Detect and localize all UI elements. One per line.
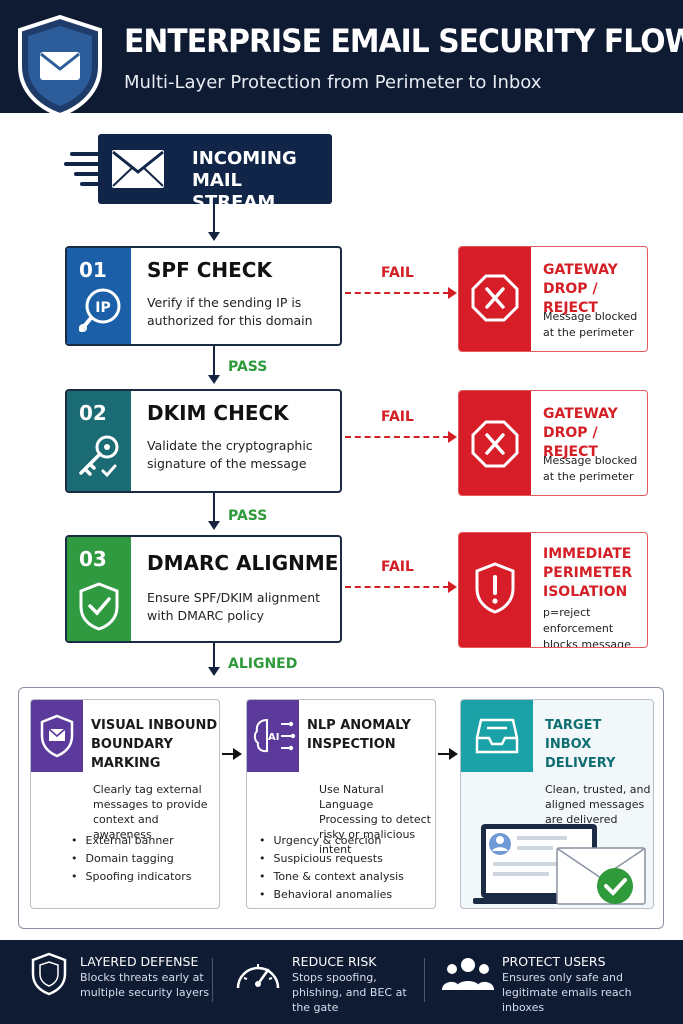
footer-item-title: LAYERED DEFENSE <box>80 954 199 969</box>
stage-panel-inbox-delivery: TARGET INBOX DELIVERY Clean, trusted, an… <box>460 699 654 909</box>
key-icon <box>79 435 119 478</box>
flow-arrowhead <box>208 521 220 530</box>
incoming-mail-label: INCOMING MAIL STREAM <box>192 148 297 213</box>
list-item: Urgency & coercion <box>259 832 404 850</box>
stage-title: VISUAL INBOUND BOUNDARY MARKING <box>91 718 218 771</box>
octagon-x-icon <box>471 274 519 322</box>
ai-brain-icon: AI <box>253 718 295 753</box>
page-subtitle: Multi-Layer Protection from Perimeter to… <box>124 72 542 93</box>
stage-panel-nlp-inspection: AI NLP ANOMALY INSPECTION Use Natural La… <box>246 699 436 909</box>
fail-dash-line <box>345 586 449 588</box>
fail-arrowhead <box>448 581 457 593</box>
list-item: Behavioral anomalies <box>259 886 404 904</box>
flow-line <box>213 643 215 668</box>
footer-bar <box>0 940 683 1024</box>
list-item: Suspicious requests <box>259 850 404 868</box>
fail-dash-line <box>345 436 449 438</box>
shield-check-icon <box>79 582 119 631</box>
spf-check-title: SPF CHECK <box>147 258 272 282</box>
reject-title: IMMEDIATE PERIMETER ISOLATION <box>543 546 633 600</box>
fail-label: FAIL <box>381 559 414 575</box>
stage-title: NLP ANOMALY INSPECTION <box>307 718 411 752</box>
spf-check-description: Verify if the sending IP is authorized f… <box>147 295 313 328</box>
step-number: 02 <box>79 401 107 425</box>
flow-line <box>213 493 215 522</box>
post-auth-stages-group <box>18 687 664 929</box>
aligned-label: ALIGNED <box>228 656 298 672</box>
dmarc-check-description: Ensure SPF/DKIM alignment with DMARC pol… <box>147 590 321 623</box>
reject-title: GATEWAY DROP / REJECT <box>543 406 618 460</box>
list-item: External banner <box>71 832 191 850</box>
footer-item-description: Stops spoofing, phishing, and BEC at the… <box>292 971 407 1014</box>
shield-icon <box>31 952 67 996</box>
card-band <box>67 537 131 641</box>
speed-lines-icon <box>64 152 100 186</box>
stage-arrow-line <box>222 753 234 755</box>
header-bar <box>0 0 683 113</box>
stage-title: TARGET INBOX DELIVERY <box>545 718 616 771</box>
reject-card-2: GATEWAY DROP / REJECT Message blocked at… <box>458 390 648 496</box>
inbox-tray-icon <box>475 718 519 754</box>
fail-label: FAIL <box>381 265 414 281</box>
stage-icon-band <box>31 700 83 772</box>
pass-label: PASS <box>228 508 268 524</box>
pass-label: PASS <box>228 359 268 375</box>
reject-description: Message blocked at the perimeter <box>543 454 638 483</box>
stage-bullet-list: External banner Domain tagging Spoofing … <box>71 832 192 886</box>
stage-bullet-list: Urgency & coercion Suspicious requests T… <box>259 832 404 904</box>
footer-item-title: REDUCE RISK <box>292 954 377 969</box>
stage-arrow-line <box>438 753 450 755</box>
shield-alert-icon <box>475 562 515 614</box>
envelope-icon <box>112 150 164 188</box>
flow-arrowhead <box>208 667 220 676</box>
fail-arrowhead <box>448 431 457 443</box>
fail-dash-line <box>345 292 449 294</box>
dkim-check-title: DKIM CHECK <box>147 401 289 425</box>
reject-description: Message blocked at the perimeter <box>543 310 638 339</box>
dmarc-check-title: DMARC ALIGNMENT <box>147 551 340 575</box>
list-item: Spoofing indicators <box>71 868 192 886</box>
card-band <box>67 248 131 344</box>
laptop-inbox-illustration <box>473 824 646 905</box>
reject-description: p=reject enforcement blocks message <box>543 606 631 648</box>
dmarc-check-card: 03 DMARC ALIGNMENT Ensure SPF/DKIM align… <box>65 535 342 643</box>
fail-label: FAIL <box>381 409 414 425</box>
page-title: ENTERPRISE EMAIL SECURITY FLOW <box>124 22 683 60</box>
stage-panel-boundary-marking: VISUAL INBOUND BOUNDARY MARKING Clearly … <box>30 699 220 909</box>
step-number: 03 <box>79 547 107 571</box>
svg-text:IP: IP <box>95 300 110 316</box>
stage-arrowhead <box>449 748 458 760</box>
reject-title: GATEWAY DROP / REJECT <box>543 262 618 316</box>
footer-item-description: Ensures only safe and legitimate emails … <box>502 971 632 1014</box>
fail-arrowhead <box>448 287 457 299</box>
shield-mail-logo-icon <box>18 14 102 118</box>
flow-arrowhead <box>208 232 220 241</box>
users-icon <box>442 958 494 990</box>
footer-item-description: Blocks threats early at multiple securit… <box>80 971 210 999</box>
dkim-check-card: 02 DKIM CHECK Validate the cryptographic… <box>65 389 342 493</box>
list-item: Tone & context analysis <box>259 868 404 886</box>
ip-search-icon: IP <box>79 288 121 332</box>
dkim-check-description: Validate the cryptographic signature of … <box>147 438 313 471</box>
reject-card-1: GATEWAY DROP / REJECT Message blocked at… <box>458 246 648 352</box>
footer-divider <box>212 958 213 1002</box>
stage-icon-band <box>461 700 533 772</box>
list-item: Domain tagging <box>71 850 191 868</box>
reject-card-3: IMMEDIATE PERIMETER ISOLATION p=reject e… <box>458 532 648 648</box>
octagon-x-icon <box>471 420 519 468</box>
gauge-icon <box>236 964 280 989</box>
footer-divider <box>424 958 425 1002</box>
stage-icon-band: AI <box>247 700 299 772</box>
spf-check-card: 01 IP SPF CHECK Verify if the sending IP… <box>65 246 342 346</box>
flow-line <box>213 346 215 376</box>
flow-arrowhead <box>208 375 220 384</box>
flow-line <box>213 204 215 234</box>
stage-arrowhead <box>233 748 242 760</box>
shield-mail-icon <box>40 714 74 758</box>
svg-text:AI: AI <box>268 732 279 743</box>
step-number: 01 <box>79 258 107 282</box>
footer-item-title: PROTECT USERS <box>502 954 606 969</box>
